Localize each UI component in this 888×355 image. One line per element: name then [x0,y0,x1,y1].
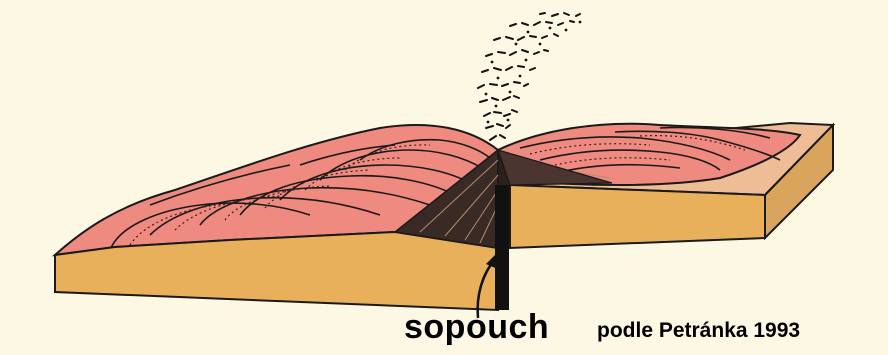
source-credit: podle Petránka 1993 [597,319,800,343]
vent-conduit [495,185,509,310]
block-front-right [510,185,765,248]
vent-label: sopouch [404,308,549,347]
